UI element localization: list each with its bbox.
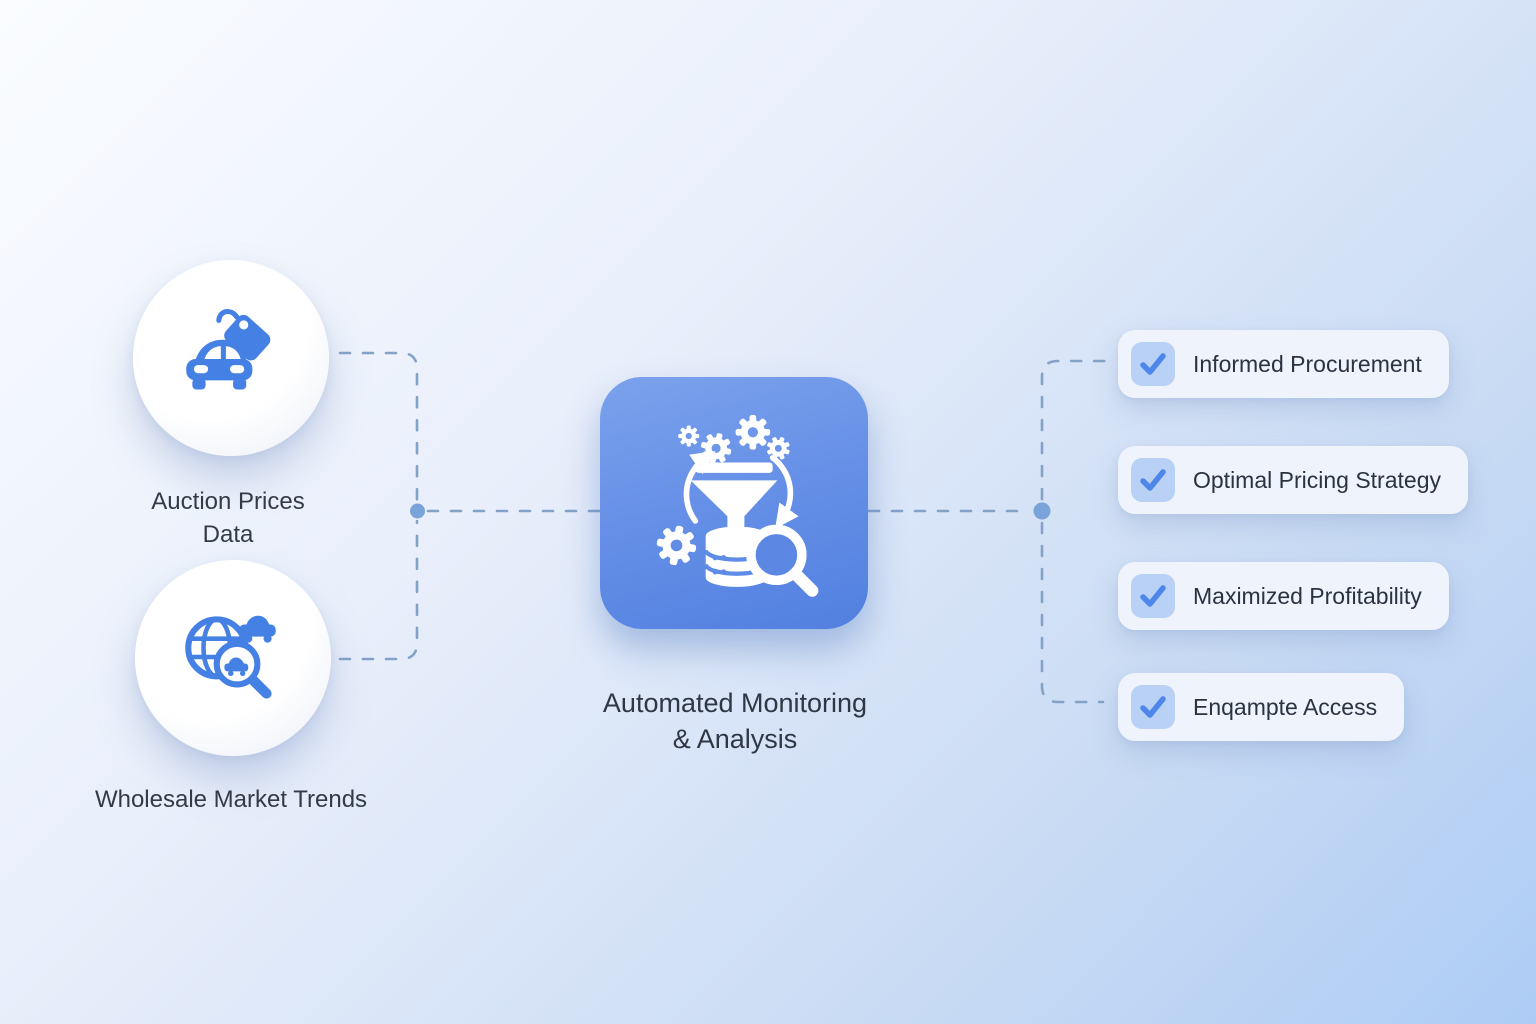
- car-price-tag-icon: [186, 309, 271, 390]
- checkmark-icon: [1131, 458, 1175, 502]
- source-node-wholesale-trends: [135, 560, 331, 756]
- outcome-label: Maximized Profitability: [1193, 582, 1422, 609]
- outcome-label: Informed Procurement: [1193, 350, 1422, 377]
- auction-prices-label: Auction Prices Data: [78, 485, 378, 551]
- process-title: Automated Monitoring & Analysis: [535, 686, 935, 757]
- auction-prices-label-line2: Data: [202, 521, 254, 549]
- process-title-line2: & Analysis: [672, 723, 798, 754]
- outcome-label: Enqampte Access: [1193, 693, 1378, 720]
- globe-car-search-icon: [185, 615, 276, 699]
- auction-prices-label-line1: Auction Prices: [151, 488, 305, 515]
- checkmark-icon: [1131, 574, 1175, 618]
- outcome-card-maximized-profitability: Maximized Profitability: [1118, 562, 1449, 630]
- wholesale-trends-label: Wholesale Market Trends: [94, 786, 368, 813]
- outcome-card-optimal-pricing-strategy: Optimal Pricing Strategy: [1118, 446, 1468, 514]
- process-node-tile: [600, 377, 868, 629]
- junction-dot-right: [1033, 502, 1051, 520]
- checkmark-icon: [1131, 685, 1175, 729]
- checkmark-icon: [1131, 342, 1175, 386]
- source-node-auction-prices: [133, 260, 329, 456]
- process-title-line1: Automated Monitoring: [602, 688, 868, 718]
- outcome-card-enqampte-access: Enqampte Access: [1118, 673, 1405, 741]
- junction-dot-left: [410, 503, 425, 519]
- outcome-label: Optimal Pricing Strategy: [1193, 466, 1441, 493]
- funnel-gears-database-icon: [653, 415, 819, 597]
- outcome-card-informed-procurement: Informed Procurement: [1118, 330, 1449, 398]
